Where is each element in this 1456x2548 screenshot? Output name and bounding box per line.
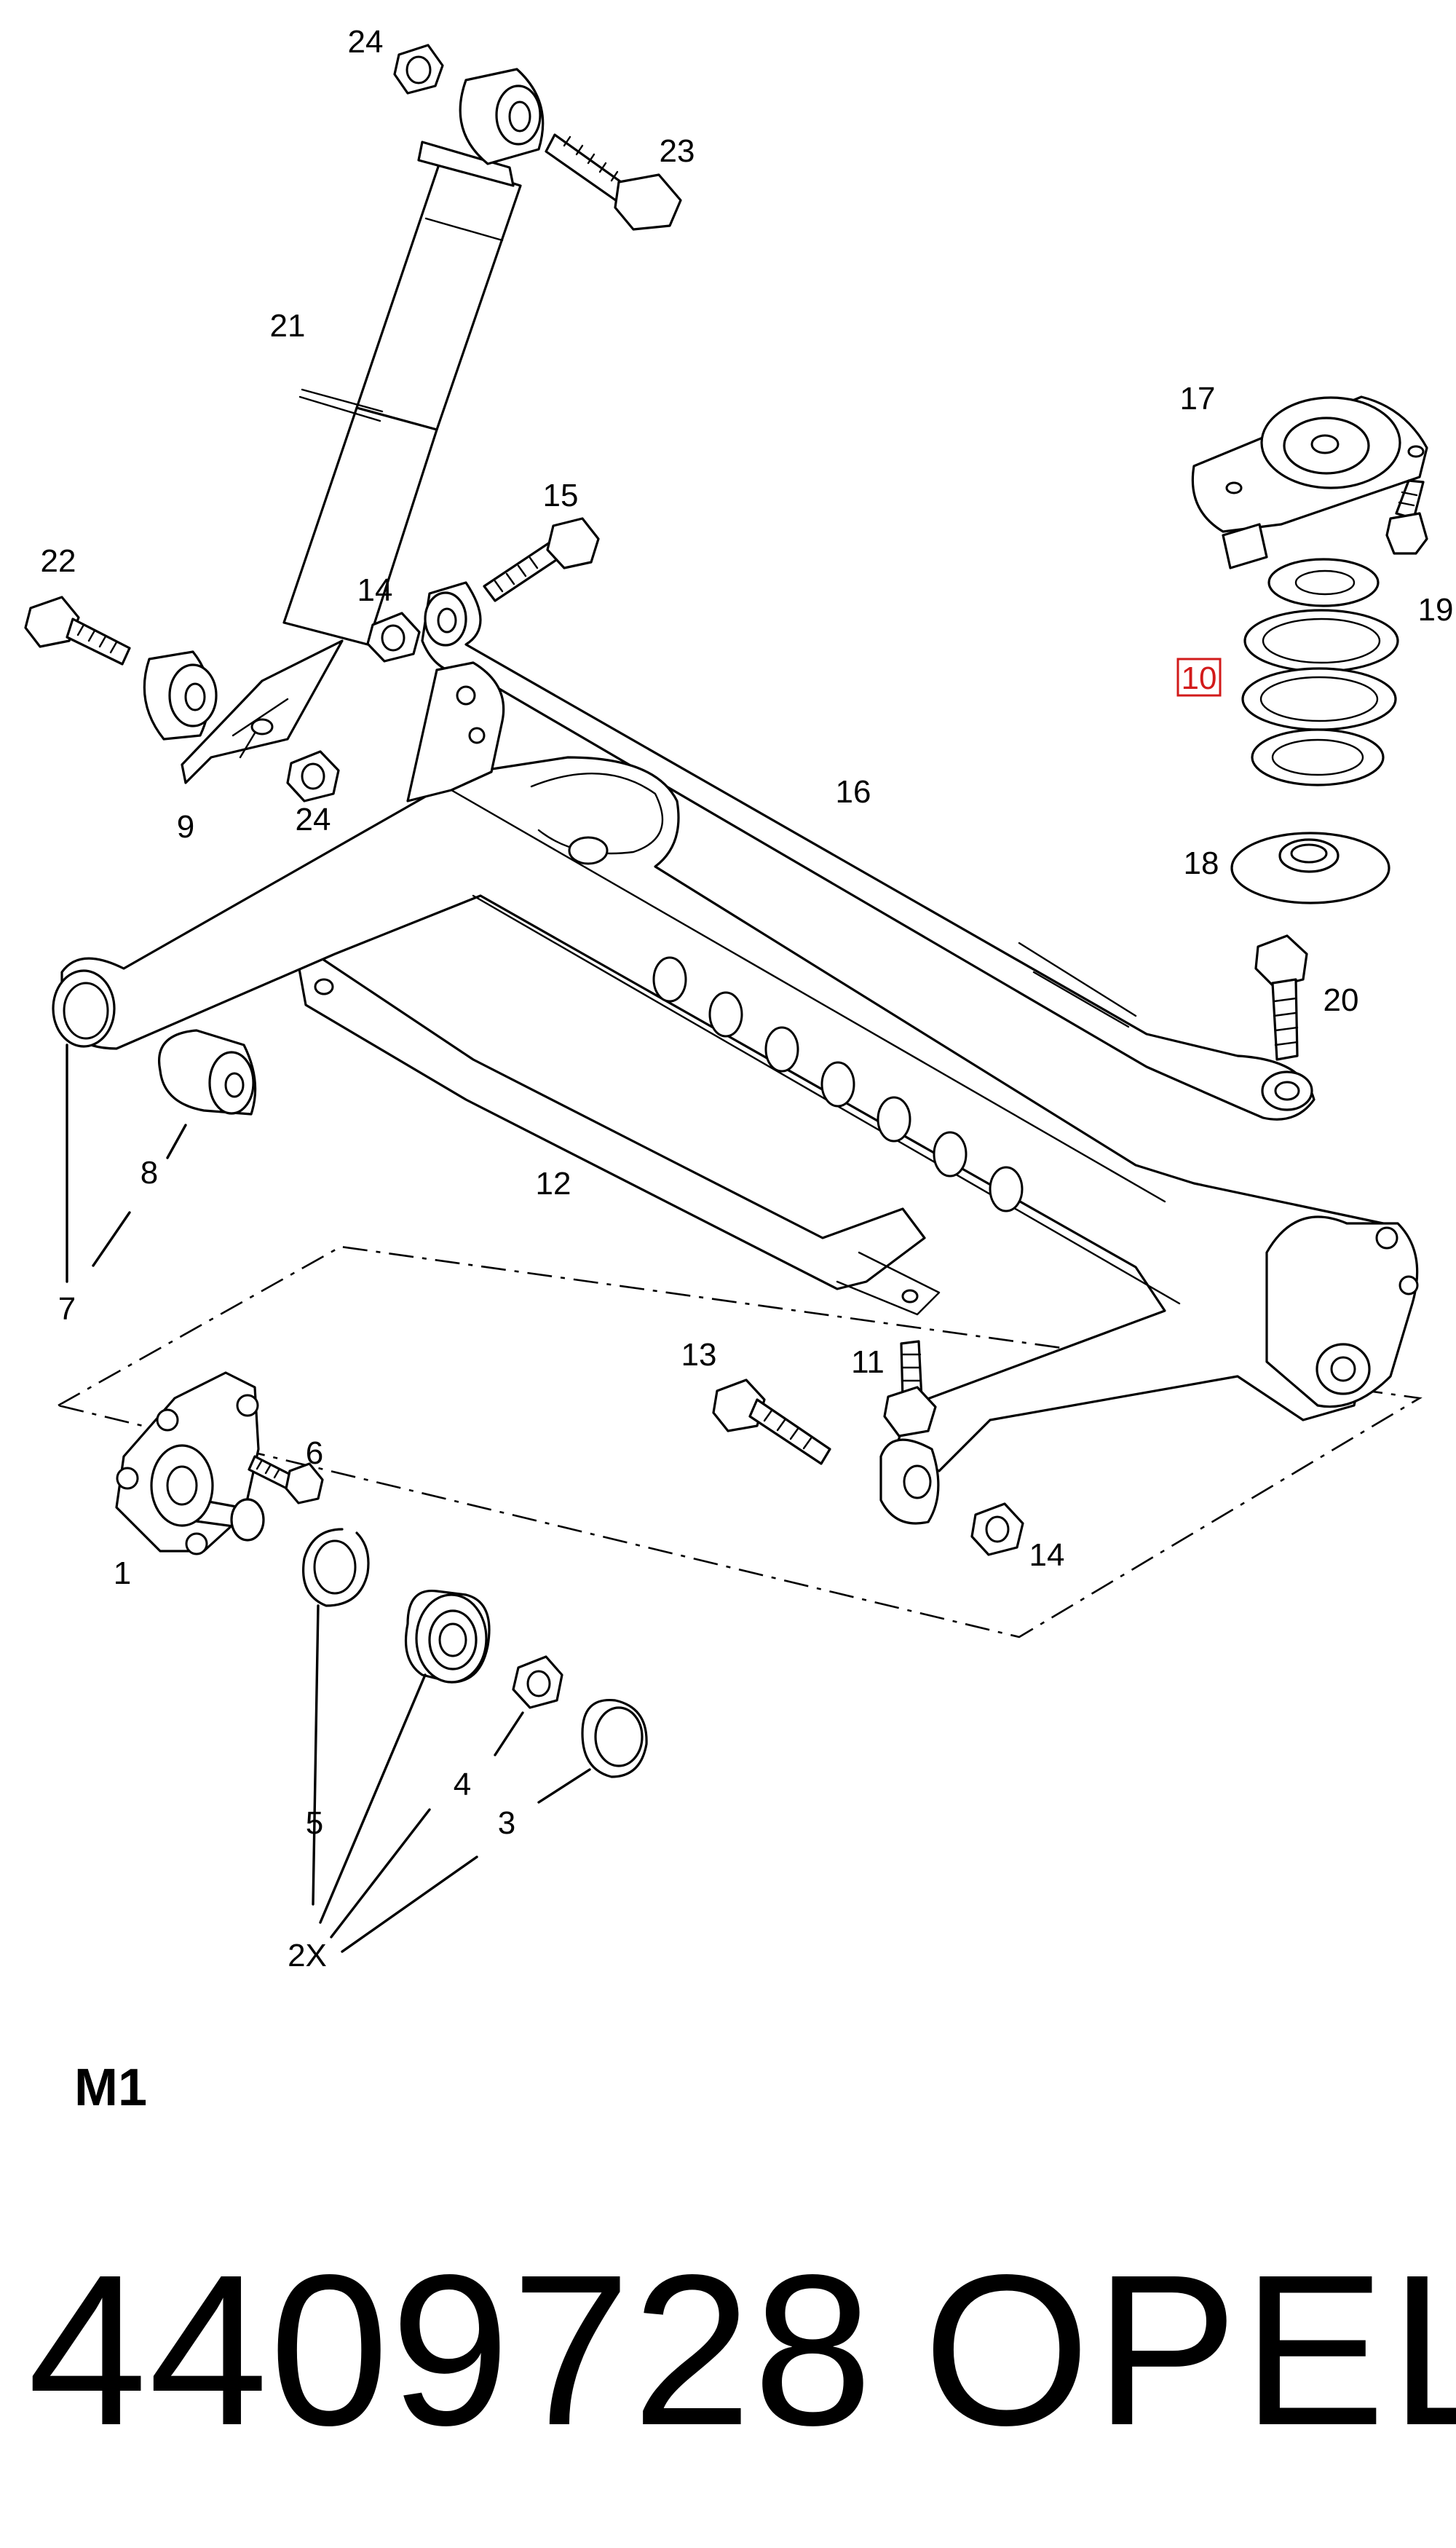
callout-14-lower: 14: [1029, 1537, 1065, 1573]
leader-lines: [66, 1044, 591, 1953]
brand-name: OPEL: [923, 2230, 1456, 2470]
dust-cap: [581, 1698, 648, 1778]
callout-6: 6: [306, 1435, 323, 1471]
bolt-23: [545, 133, 682, 231]
callout-3: 3: [498, 1805, 515, 1841]
track-rod: [421, 581, 1315, 1121]
callout-19: 19: [1418, 592, 1454, 628]
torsion-beam-arm-12: [297, 956, 941, 1316]
callout-12: 12: [536, 1166, 571, 1202]
coil-spring: [1241, 558, 1399, 786]
callout-9: 9: [177, 809, 194, 845]
nut-14-lower: [970, 1502, 1024, 1556]
callout-18: 18: [1184, 845, 1219, 881]
callout-24-lower: 24: [296, 802, 331, 837]
bolt-15: [483, 517, 600, 602]
bracket-9: [181, 639, 344, 784]
callout-21: 21: [270, 308, 306, 344]
section-code: M1: [74, 2059, 148, 2117]
part-number: 4409728: [28, 2230, 874, 2470]
spring-top-mount: [1191, 395, 1428, 569]
bolt-6: [248, 1455, 324, 1504]
rear-axle-beam: [52, 661, 1419, 1525]
callout-5: 5: [306, 1805, 323, 1841]
wheel-bearing: [404, 1589, 491, 1684]
callout-22: 22: [41, 543, 76, 579]
callout-8: 8: [141, 1155, 158, 1191]
hub-assembly-dashed-outline: [55, 1245, 1423, 1638]
callout-10: 10: [1182, 660, 1217, 696]
bolt-19: [1385, 479, 1428, 555]
bolt-22: [24, 596, 131, 666]
callout-4: 4: [454, 1767, 471, 1802]
callout-labels: 1 2X 3 4 5 6 7 8 9 10 11 12 13 14 14 15 …: [41, 24, 1454, 1973]
wheel-hub: [115, 1371, 265, 1555]
callout-14-upper: 14: [357, 572, 393, 608]
nut-24-lower: [286, 750, 340, 802]
callout-11: 11: [851, 1344, 885, 1380]
callout-10-highlight: 10: [1176, 658, 1222, 697]
spring-lower-seat: [1230, 832, 1390, 904]
callout-13: 13: [681, 1337, 717, 1373]
callout-7: 7: [58, 1291, 76, 1327]
callout-17: 17: [1180, 381, 1216, 417]
callout-16: 16: [836, 774, 871, 810]
callout-24-top: 24: [348, 24, 384, 60]
callout-20: 20: [1324, 982, 1359, 1018]
callout-23: 23: [660, 133, 695, 169]
nut-14-upper: [366, 612, 421, 663]
bolt-20: [1254, 934, 1308, 1061]
circlip: [302, 1528, 370, 1607]
bushing-8: [158, 1029, 257, 1116]
hub-nut: [512, 1655, 563, 1709]
callout-2x: 2X: [288, 1938, 327, 1973]
bolt-11: [883, 1340, 937, 1437]
shock-absorber: [143, 68, 545, 741]
nut-24-top: [393, 44, 444, 95]
bolt-13: [712, 1378, 831, 1465]
callout-15: 15: [543, 478, 579, 513]
callout-1: 1: [114, 1555, 131, 1591]
